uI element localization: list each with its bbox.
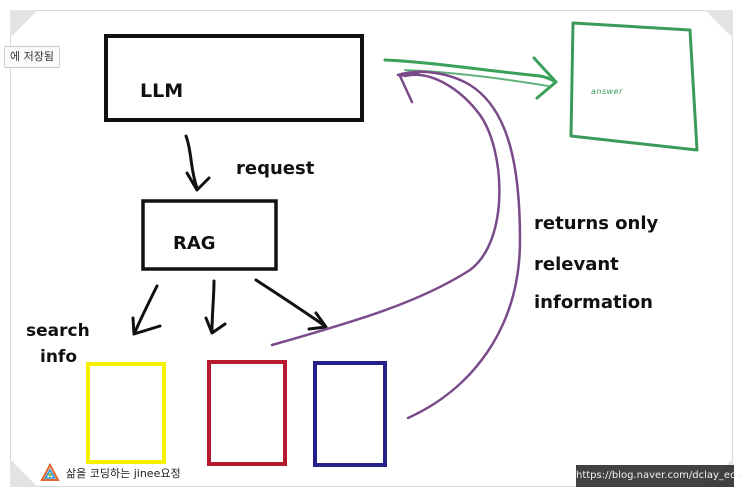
rag-box [141,199,278,271]
search-info-label-line1: search [26,321,90,341]
request-label: request [236,158,315,179]
search-arrow-right [254,278,327,328]
answer-arrowhead [532,56,558,100]
image-frame [10,10,733,487]
request-arrow [184,134,199,190]
return-arrowhead [398,70,422,104]
corner-fold-bottom-left [10,459,38,487]
answer-label: answer [591,87,623,96]
return-curve-inner [270,73,501,347]
search-arrowhead-right [307,311,328,331]
brand-watermark: 삶을 코딩하는 jinee요정 [40,462,181,484]
brand-text: 삶을 코딩하는 jinee요정 [66,467,181,480]
answer-box [569,21,699,152]
search-arrow-left [133,284,159,334]
corner-fold-top-right [705,10,733,38]
document-red [207,360,287,466]
triangle-logo-icon [40,463,60,481]
search-arrowhead-middle [204,316,227,335]
returns-label-line3: information [534,292,653,313]
search-arrow-middle [210,279,216,334]
save-status-badge: 에 저장됨 [4,46,60,68]
return-curve-outer [396,70,522,420]
document-blue [313,361,387,467]
request-arrowhead [185,171,211,192]
search-arrowhead-left [131,316,162,336]
source-url-badge: https://blog.naver.com/dclay_edu [576,465,743,487]
returns-label-line2: relevant [534,254,619,275]
llm-label: LLM [140,80,184,102]
returns-label-line1: returns only [534,213,659,234]
document-yellow [86,362,166,464]
rag-label: RAG [173,233,216,254]
answer-arrow [383,58,558,84]
llm-box [104,34,364,122]
search-info-label-line2: info [40,347,78,367]
corner-fold-top-left [10,10,38,38]
